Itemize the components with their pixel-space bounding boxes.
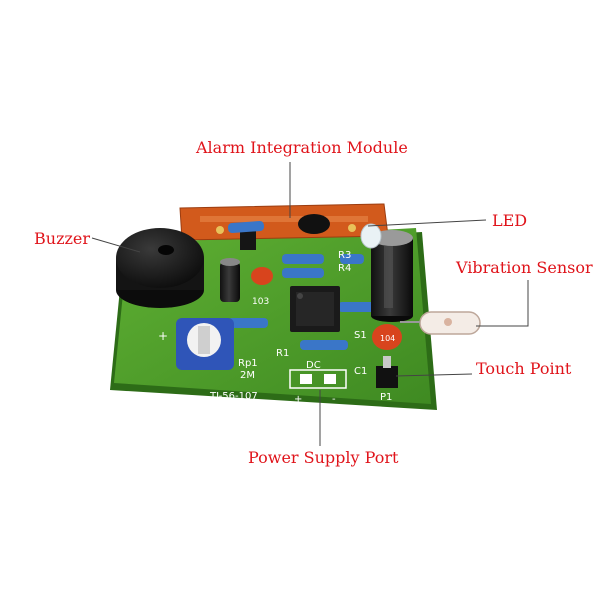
leader-touch-point [395,373,473,377]
module-pad [216,226,224,234]
module-chip-blob [298,214,330,234]
ceramic-capacitor-103 [251,267,273,285]
led-label: LED [492,211,528,230]
silk-p1: P1 [380,392,392,403]
silk-r1: R1 [276,348,289,359]
small-capacitor [220,262,240,302]
silk-plus-buzzer: + [158,329,168,343]
cap-104-code: 104 [380,334,395,343]
silk-c1: C1 [354,366,367,377]
silk-s1: S1 [354,330,367,341]
leader-led [367,219,487,227]
silk-rp1-value: 2M [240,370,255,381]
leader-buzzer [91,237,141,253]
vibration-sensor-label: Vibration Sensor [456,258,593,277]
silk-103: 103 [252,297,269,307]
silk-r4: R4 [338,263,351,274]
leader-lines [91,162,529,446]
silk-dc: DC [306,360,321,371]
touch-point-connector [376,366,398,388]
silk-model: TJ-56-107 [209,391,258,402]
module-pad [348,224,356,232]
touch-point-label: Touch Point [476,359,572,378]
transistor [240,230,256,250]
buzzer [116,228,204,288]
leader-vibration-sensor [476,280,529,327]
buzzer-label: Buzzer [34,229,91,248]
vibration-sensor [400,311,481,335]
led [360,223,382,249]
dc-outline [289,369,347,389]
silk-minus: - [332,394,336,405]
power-port-label: Power Supply Port [248,448,399,467]
potentiometer [176,318,234,370]
silk-rp1: Rp1 [238,358,258,369]
silk-r3: R3 [338,250,351,261]
alarm-module-label: Alarm Integration Module [196,138,408,157]
resistor-group [227,221,378,350]
silk-plus: + [294,394,302,405]
ceramic-capacitor-104 [372,324,402,350]
